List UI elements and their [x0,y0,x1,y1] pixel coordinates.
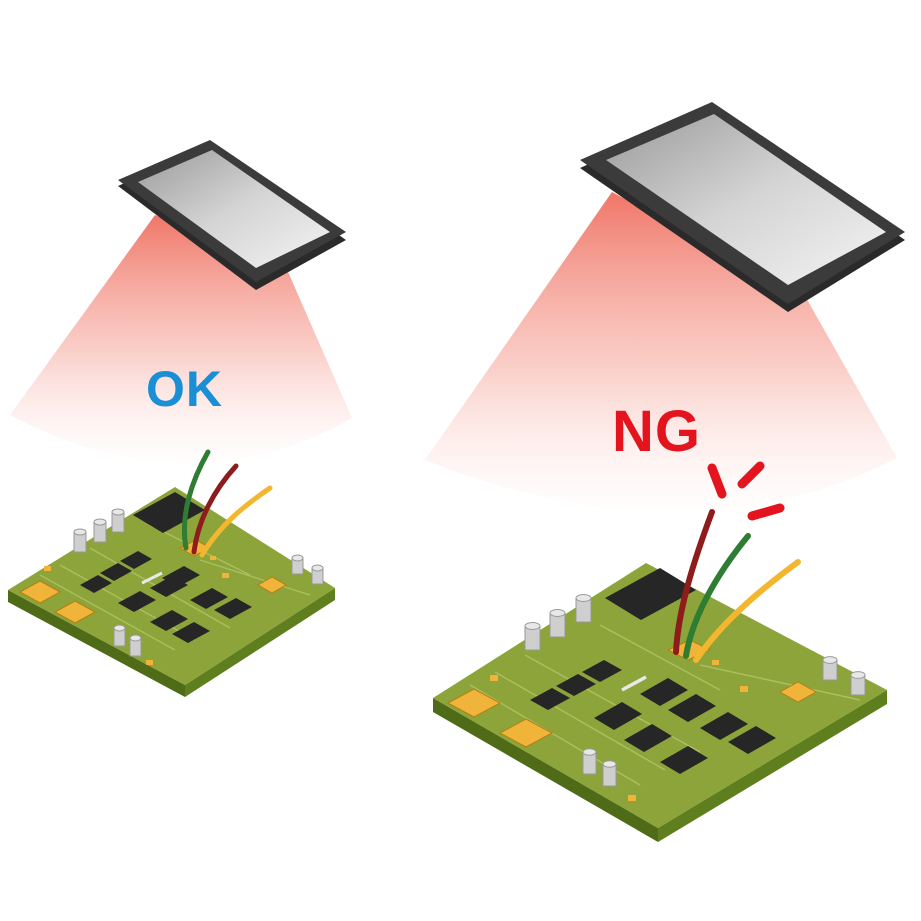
ok-wire-yellow [199,485,273,558]
ok-wire-red [191,463,239,555]
ok-wire-green [181,449,211,551]
circuit-board-icon [8,449,335,697]
ng-wire-red [673,509,715,655]
ng-wire-yellow [693,559,801,663]
ng-scene [425,102,905,842]
ng-label: NG [612,399,701,464]
camera-scanner-icon [580,102,905,312]
ng-scan-beam [425,192,897,513]
spark-burst-icon [707,461,785,521]
ok-label: OK [146,361,223,417]
circuit-board-icon [433,509,887,842]
camera-scanner-icon [118,140,346,290]
ok-scene [8,140,352,697]
ng-wire-green [683,533,751,659]
